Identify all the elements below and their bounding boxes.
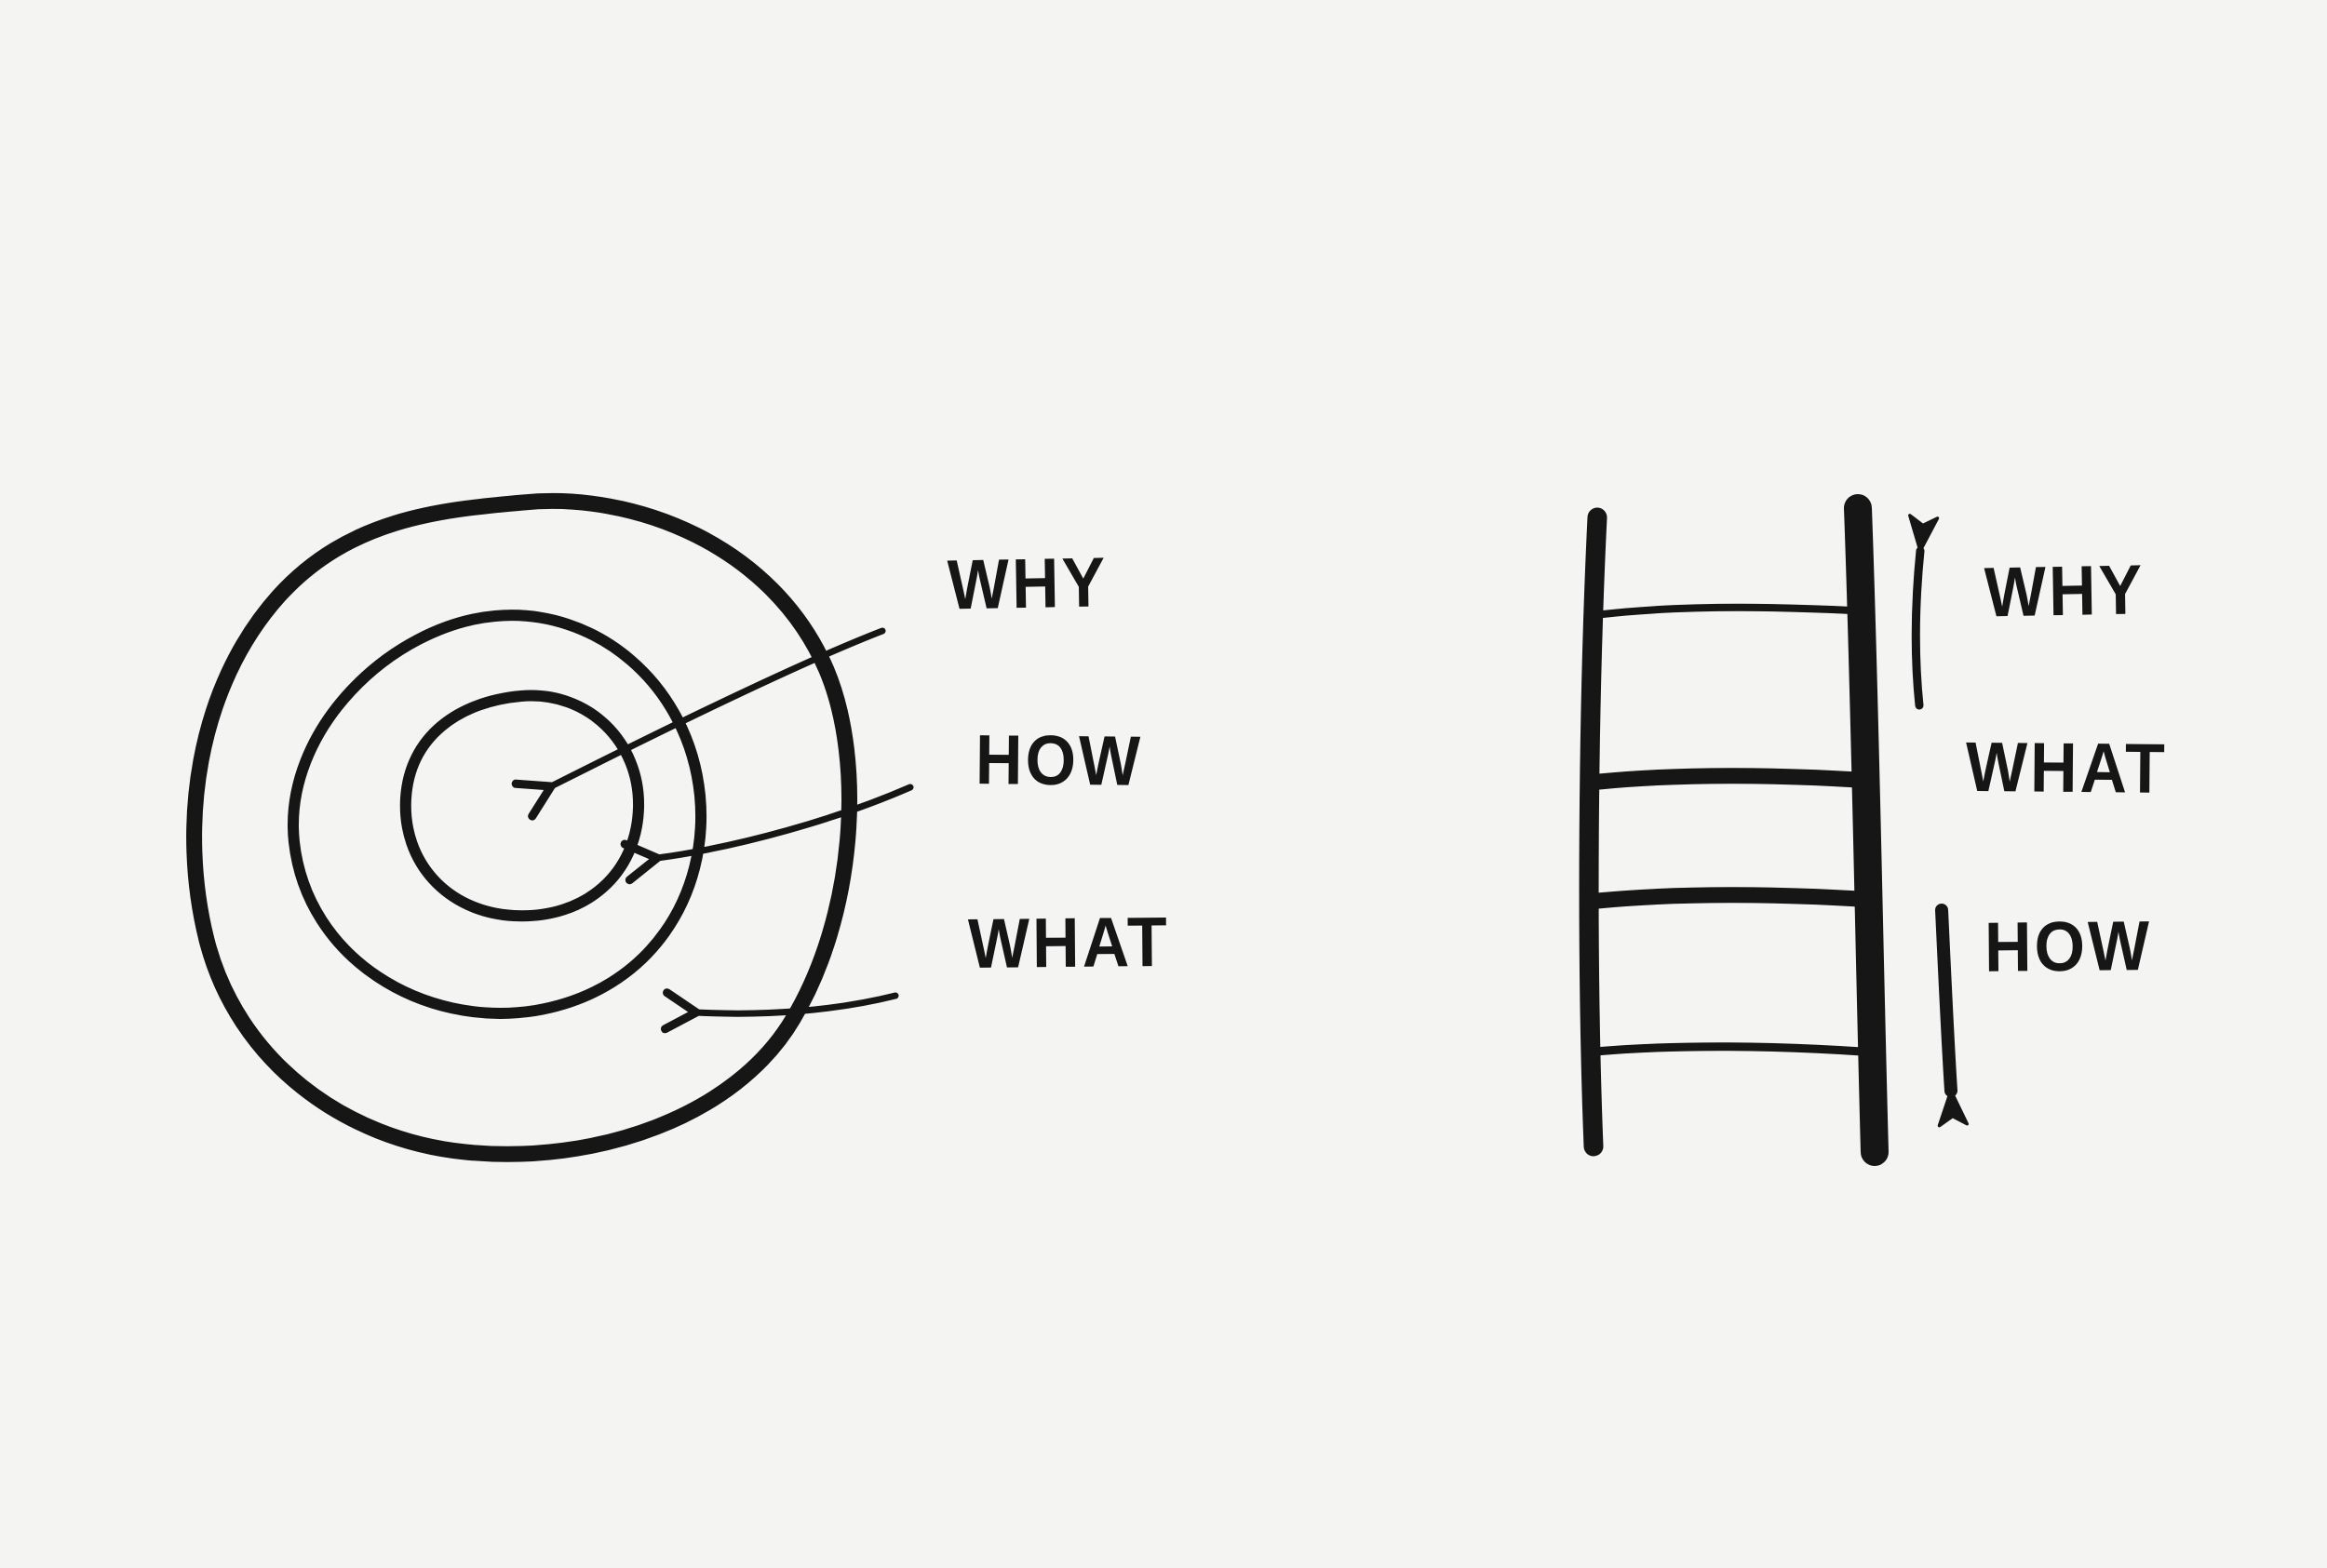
- inner-circle-why-core: [399, 690, 645, 922]
- ladder-what-label: WHAT: [1965, 727, 2169, 809]
- middle-circle-how-ring: [288, 610, 706, 1019]
- ladder-left-rail: [1579, 507, 1607, 1157]
- what-arrow: [660, 988, 899, 1034]
- down-arrow: [1935, 904, 1970, 1128]
- ladder-rung: [1599, 603, 1856, 618]
- golden-circle-why-label: WHY: [947, 543, 1109, 624]
- outer-circle-what-ring: [186, 492, 857, 1162]
- ladder-rung: [1589, 887, 1868, 909]
- why-arrow: [511, 627, 886, 821]
- ladder-right-rail: [1844, 494, 1889, 1166]
- how-arrow: [620, 784, 914, 885]
- golden-circle-what-label: WHAT: [967, 902, 1171, 984]
- ladder-why-label: WHY: [1984, 550, 2145, 632]
- ladder-rung: [1591, 1042, 1866, 1056]
- up-arrow: [1908, 514, 1940, 710]
- golden-circle-how-label: HOW: [975, 720, 1144, 800]
- ladder-how-label: HOW: [1984, 906, 2153, 986]
- ladder-rung: [1591, 768, 1866, 790]
